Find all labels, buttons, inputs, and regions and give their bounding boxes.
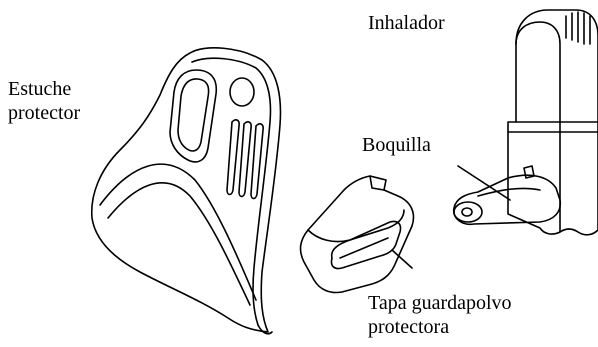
case-window-inner	[178, 79, 209, 151]
case-strap	[100, 164, 256, 300]
inhaler-label: Inhalador	[368, 11, 445, 35]
dust-cap-outline	[301, 176, 414, 293]
inhaler-mouthpiece-opening	[454, 202, 482, 222]
inhaler-canister-front	[516, 22, 560, 122]
case-slat-2	[239, 122, 251, 197]
inhaler-canister-ridges	[566, 12, 590, 44]
inhaler-canister	[516, 10, 598, 122]
case-label: Estuche protector	[8, 77, 80, 125]
dust-cap	[301, 176, 414, 293]
inhaler-mouthpiece	[454, 175, 561, 224]
case-slat-1	[227, 120, 239, 195]
inhaler-side-tab	[524, 166, 534, 178]
dust-cap-label: Tapa guardapolvo protectora	[368, 291, 512, 339]
case-slat-3	[251, 124, 263, 199]
dust-cap-label-line-1: Tapa guardapolvo	[368, 291, 512, 315]
case-hole	[230, 78, 254, 106]
dust-cap-label-line-2: protectora	[368, 315, 512, 339]
case-label-line-2: protector	[8, 101, 80, 125]
inhaler-body-edge	[508, 122, 598, 232]
case-window	[170, 70, 216, 162]
case-strap-lower-edge	[108, 183, 250, 305]
inhaler-mouthpiece-hole	[462, 208, 472, 216]
case-label-line-1: Estuche	[8, 77, 80, 101]
case-tip	[258, 325, 272, 334]
mouthpiece-label: Boquilla	[362, 133, 431, 157]
dust-cap-front-slot	[331, 221, 400, 268]
inhaler	[454, 10, 598, 235]
protective-case	[92, 48, 281, 334]
inhaler-mouthpiece-ridge	[478, 188, 540, 196]
